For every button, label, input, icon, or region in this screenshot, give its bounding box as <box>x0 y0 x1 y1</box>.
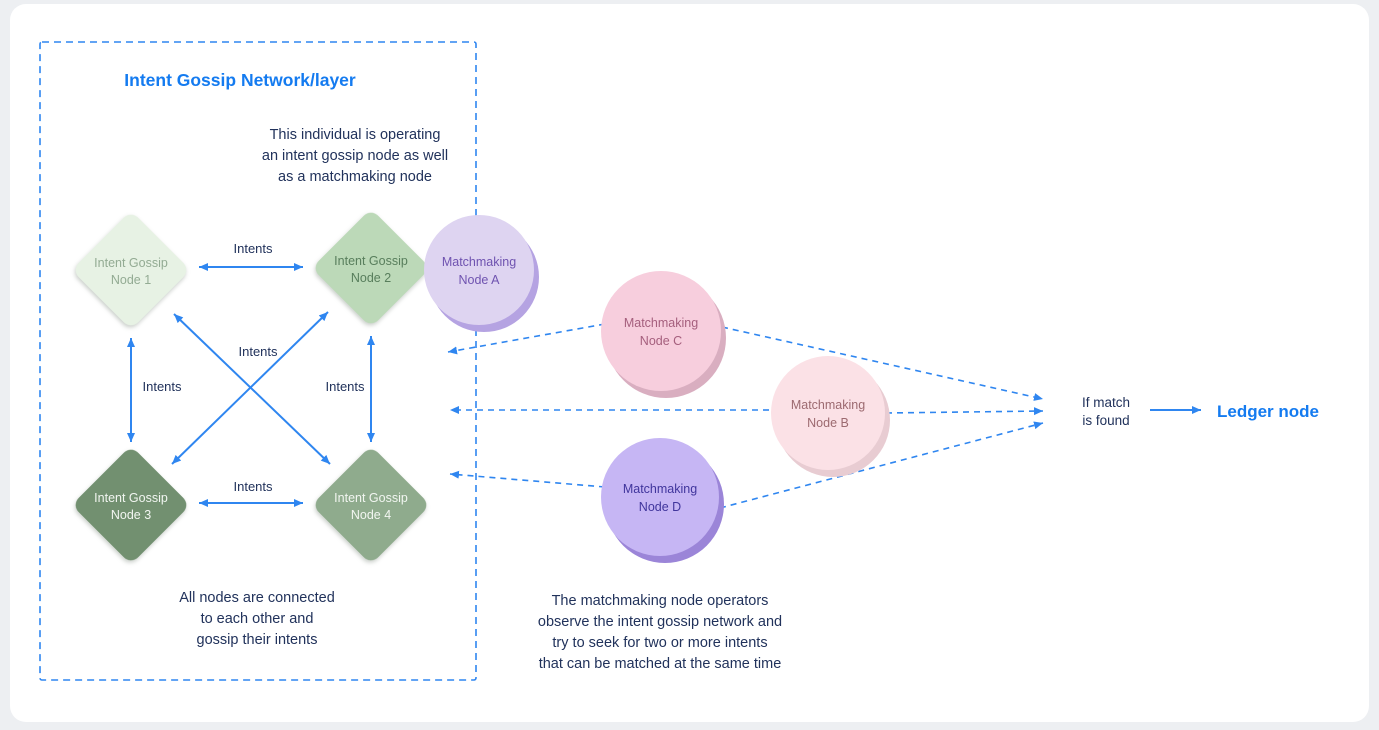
gossip-network-title: Intent Gossip Network/layer <box>124 70 356 90</box>
edge-label-left: Intents <box>142 379 182 394</box>
intent-gossip-node-4-label-line1: Intent Gossip <box>334 491 408 505</box>
matchmaking-node-b: Matchmaking Node B <box>771 356 890 477</box>
matchmaking-node-c-label-line1: Matchmaking <box>624 316 698 330</box>
matchmaking-node-d-label-line1: Matchmaking <box>623 482 697 496</box>
intent-gossip-node-3-shape <box>75 449 187 561</box>
matchmaking-node-d-label-line2: Node D <box>639 500 681 514</box>
edge-label-diagonal: Intents <box>238 344 278 359</box>
matchmaking-node-c-shape <box>601 271 721 391</box>
intent-gossip-node-1-label-line1: Intent Gossip <box>94 256 168 270</box>
intent-gossip-node-2-shape <box>315 212 427 324</box>
matchmaking-node-a: Matchmaking Node A <box>424 215 539 332</box>
top-annotation-line3: as a matchmaking node <box>278 169 432 185</box>
if-match-line2: is found <box>1082 413 1129 428</box>
intent-gossip-node-4-label-line2: Node 4 <box>351 508 391 522</box>
intent-gossip-node-3-label-line2: Node 3 <box>111 508 151 522</box>
intent-gossip-node-3-label-line1: Intent Gossip <box>94 491 168 505</box>
if-match-label: If match is found <box>1082 395 1130 428</box>
ledger-node-label: Ledger node <box>1217 402 1319 421</box>
intent-gossip-node-1: Intent Gossip Node 1 <box>75 214 187 326</box>
dashed-noded-to-match <box>719 421 1044 509</box>
matchmaking-node-d: Matchmaking Node D <box>601 438 724 563</box>
matchmaking-node-c-label-line2: Node C <box>640 334 682 348</box>
intent-gossip-node-2-label-line2: Node 2 <box>351 271 391 285</box>
intent-gossip-node-1-shape <box>75 214 187 326</box>
intent-gossip-node-3: Intent Gossip Node 3 <box>75 449 187 561</box>
dashed-nodeb-to-match <box>885 407 1044 416</box>
matchmaking-node-a-label-line1: Matchmaking <box>442 255 516 269</box>
top-annotation-line2: an intent gossip node as well <box>262 148 448 164</box>
gossip-bottom-note-line3: gossip their intents <box>197 632 318 648</box>
matchmaking-note-line2: observe the intent gossip network and <box>538 614 782 630</box>
if-match-line1: If match <box>1082 395 1130 410</box>
matchmaking-note-line1: The matchmaking node operators <box>552 593 769 609</box>
intent-gossip-node-2-label-line1: Intent Gossip <box>334 254 408 268</box>
matchmaking-note-line3: try to seek for two or more intents <box>552 635 767 651</box>
intent-gossip-node-4-shape <box>315 449 427 561</box>
gossip-bottom-note-line1: All nodes are connected <box>179 590 335 606</box>
intent-gossip-node-2: Intent Gossip Node 2 <box>315 212 427 324</box>
intent-gossip-node-4: Intent Gossip Node 4 <box>315 449 427 561</box>
edge-label-bottom: Intents <box>233 479 273 494</box>
top-annotation: This individual is operating an intent g… <box>262 127 448 185</box>
dashed-noded-to-network <box>449 470 606 488</box>
matchmaking-note: The matchmaking node operators observe t… <box>538 593 782 672</box>
matchmaking-node-a-shape <box>424 215 534 325</box>
matchmaking-node-a-label-line2: Node A <box>458 273 500 287</box>
edge-node2-node3 <box>171 311 329 465</box>
matchmaking-note-line4: that can be matched at the same time <box>539 656 782 672</box>
gossip-bottom-note: All nodes are connected to each other an… <box>179 590 335 648</box>
matchmaking-node-c: Matchmaking Node C <box>601 271 726 398</box>
intent-gossip-node-1-label-line2: Node 1 <box>111 273 151 287</box>
top-annotation-line1: This individual is operating <box>270 127 441 143</box>
gossip-bottom-note-line2: to each other and <box>201 611 314 627</box>
matchmaking-node-b-shape <box>771 356 885 470</box>
matchmaking-node-b-label-line2: Node B <box>807 416 849 430</box>
gossip-network-boundary <box>39 41 477 681</box>
matchmaking-node-d-shape <box>601 438 719 556</box>
dashed-nodec-to-network <box>447 323 606 355</box>
matchmaking-node-b-label-line1: Matchmaking <box>791 398 865 412</box>
edge-label-top: Intents <box>233 241 273 256</box>
edge-label-right: Intents <box>325 379 365 394</box>
